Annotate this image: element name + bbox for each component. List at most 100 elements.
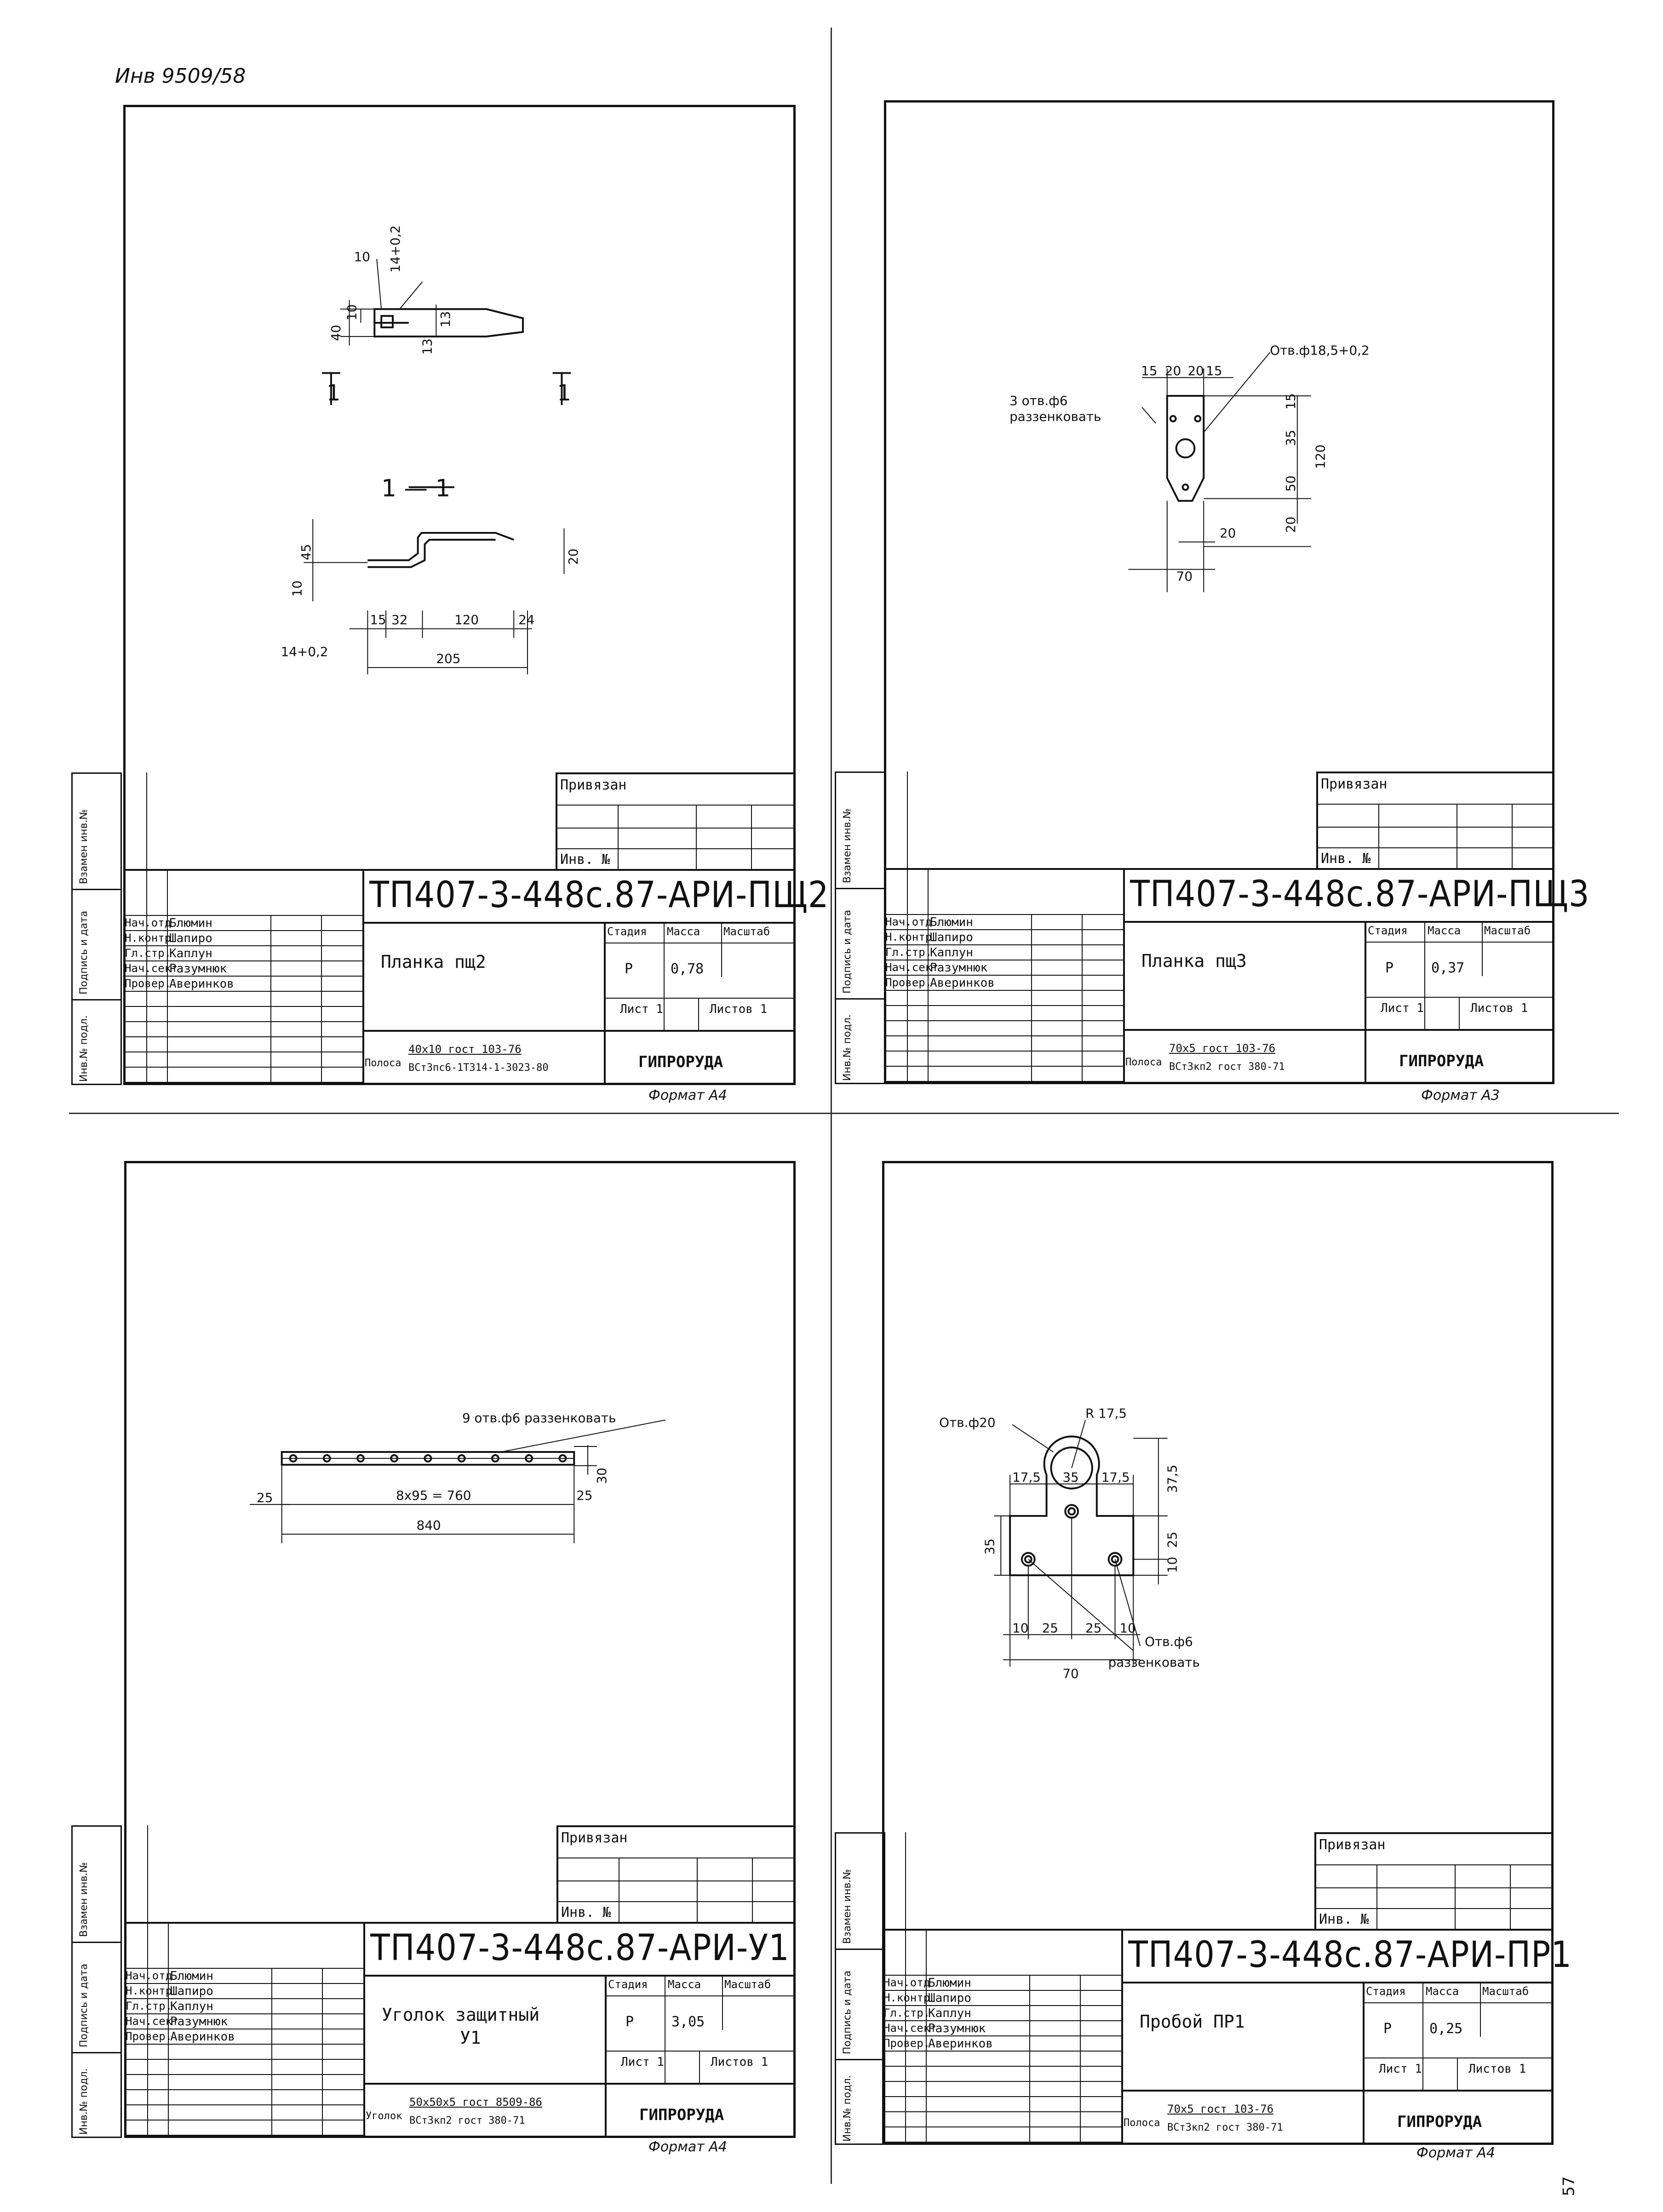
table-rule [1080,1975,1081,2145]
sheet-number: Лист 1 [621,2055,664,2069]
side-label: Инв.№ подл. [842,2075,853,2142]
table-rule [1422,1982,1423,2090]
stage-header: Стадия [608,1978,648,1991]
part-title: Планка пщ2 [381,952,486,972]
signer-name: Разумнюк [169,962,227,976]
table-rule [123,915,362,916]
table-rule [1424,921,1425,1029]
sheet-pr1: R 17,5 Отв.ф20 17,5 35 17,5 37,5 35 25 1… [882,1161,1554,2145]
page-number: 57 [1560,2176,1578,2196]
table-rule [1459,997,1460,1029]
table-rule [1363,1982,1365,2145]
material-grade: ВСт3пс6-1Т314-1-3023-80 [408,1062,549,1074]
table-rule [882,2096,1121,2097]
mass-header: Масса [1426,1985,1459,1998]
material-profile: 70х5 гост 103-76 [1167,2103,1274,2115]
role-label: Н.контр [883,1991,930,2004]
table-rule [1314,1887,1554,1888]
side-label: Инв.№ подл. [842,1014,853,1081]
table-rule [167,869,168,1085]
table-rule [556,1825,558,1922]
role-label: Нач.отд [885,915,932,928]
material-prefix: Полоса [1125,1057,1162,1068]
role-label: Гл.стр. [125,947,172,960]
table-rule [884,1020,1123,1021]
mass-header: Масса [668,1978,701,1991]
dim-label: 25 [576,1488,592,1503]
callout-label: Отв.ф18,5+0,2 [1270,343,1369,358]
table-rule [882,2051,1121,2052]
table-rule [123,976,362,977]
table-rule [1365,1029,1554,1031]
side-rule [73,889,120,890]
part-title: Пробой ПР1 [1140,2012,1245,2032]
table-rule [604,922,606,1085]
material-prefix: Полоса [365,1057,401,1069]
table-rule [604,1030,796,1032]
scale-header: Масштаб [1484,924,1531,937]
table-rule [1480,1982,1481,2037]
side-label: Инв.№ подл. [78,1015,90,1082]
hole-mark [390,1454,399,1463]
table-rule [1121,1982,1554,1983]
table-rule [556,1880,796,1881]
side-label: Подпись и дата [842,1970,853,2054]
sheet-u1: 9 отв.ф6 раззенковать 25 8х95 = 760 25 3… [124,1161,796,2138]
dim-label: 37,5 [1165,1464,1180,1493]
privyazan-label: Привязан [1319,1837,1386,1853]
material-profile: 50х50х5 гост 8509-86 [409,2096,542,2109]
table-rule [123,869,796,871]
organization: ГИПРОРУДА [639,2106,724,2124]
table-rule [123,1036,362,1037]
dim-label: 35 [1062,1470,1078,1485]
callout-label: 3 отв.ф6 [1009,393,1067,408]
table-rule [124,1983,363,1984]
table-rule [1314,1832,1554,1834]
dim-label: 120 [1313,445,1328,469]
table-rule [124,2059,363,2060]
side-label: Инв.№ подл. [78,2068,90,2135]
role-label: Н.контр [125,932,172,944]
dim-label: 10 [1012,1620,1028,1635]
sheet-number: Лист 1 [1381,1001,1424,1015]
stage-value: Р [625,2014,634,2030]
dim-label: 17,5 [1101,1470,1130,1485]
vertical-divider [831,28,832,2184]
hole-mark [558,1454,567,1463]
dim-label: 25 [1165,1532,1180,1548]
table-rule [147,1825,148,2138]
format-label: Формат А3 [1421,1087,1500,1103]
dim-label: 32 [391,612,407,628]
dim-label: 10 [344,304,360,320]
side-label: Подпись и дата [78,910,90,995]
table-rule [698,998,699,1030]
side-rule [73,2052,120,2053]
table-rule [1512,804,1513,868]
role-label: Провер. [885,976,932,989]
material-grade: ВСт3кп2 гост 380-71 [1167,2122,1283,2133]
dim-label: 15 [1141,363,1157,378]
table-rule [556,1825,796,1827]
table-rule [123,1067,362,1068]
dim-label: 70 [1176,569,1193,584]
part-title: Уголок защитный [382,2005,540,2025]
table-rule [1316,827,1554,828]
table-rule [1314,1864,1554,1865]
table-rule [123,945,362,946]
table-rule [123,1006,362,1007]
document-code: ТП407-3-448с.87-АРИ-ПЩ3 [1130,874,1590,915]
table-rule [124,2074,363,2075]
material-grade: ВСт3кп2 гост 380-71 [409,2115,525,2126]
table-rule [124,2044,363,2045]
table-rule [556,1901,796,1902]
side-label: Подпись и дата [78,1963,90,2047]
table-rule [928,868,929,1084]
callout-label: раззенковать [1108,1655,1200,1670]
stage-header: Стадия [1368,924,1408,937]
callout-label: раззенковать [1009,409,1101,424]
stage-header: Стадия [607,925,647,938]
